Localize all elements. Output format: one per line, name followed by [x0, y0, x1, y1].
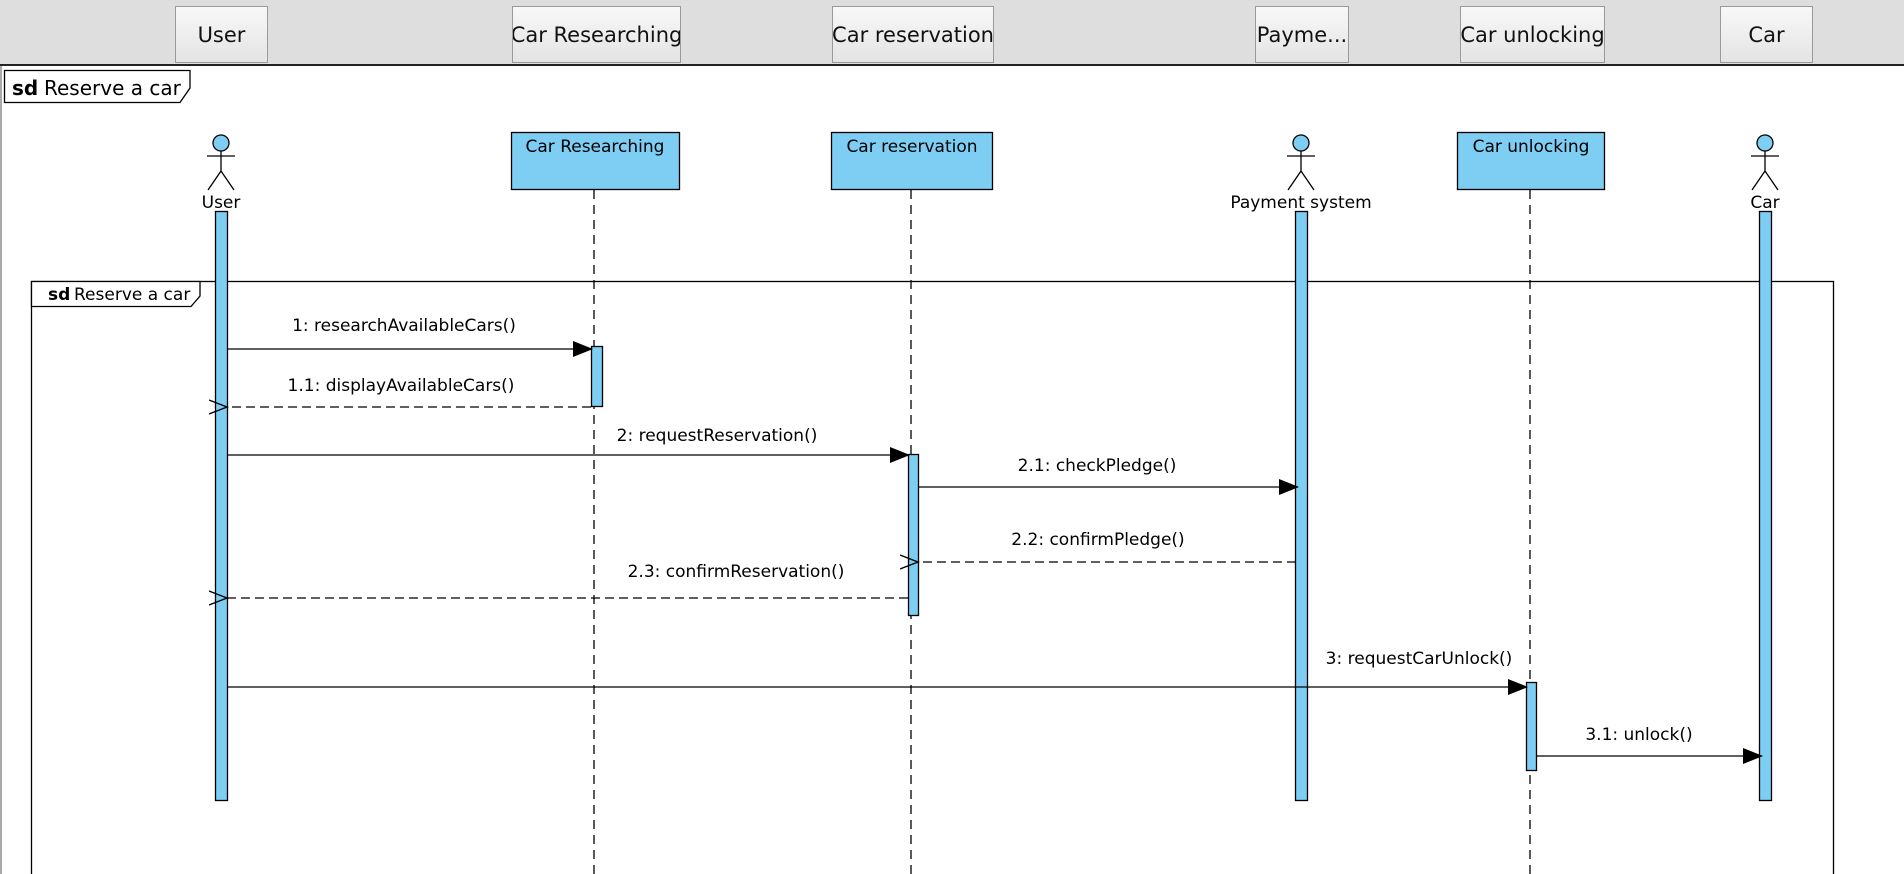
activation-car-researching	[590, 345, 604, 408]
activation-car	[1758, 210, 1773, 802]
lifeline-car-unlocking-name: Car unlocking	[1473, 137, 1590, 157]
lifeline-car-reservation-head[interactable]: Car reservation	[830, 131, 994, 191]
inner-frame-title: Reserve a car	[74, 285, 190, 305]
message-2-label: 2: requestReservation()	[617, 426, 818, 446]
activation-car-reservation	[907, 453, 920, 617]
actor-user-icon	[212, 134, 230, 152]
lifeline-tab-user[interactable]: User	[175, 6, 268, 63]
lifeline-car-unlocking-head[interactable]: Car unlocking	[1456, 131, 1606, 191]
message-1-1-label: 1.1: displayAvailableCars()	[288, 376, 515, 396]
lifeline-tab-car-reservation[interactable]: Car reservation	[832, 6, 994, 63]
lifeline-car-reservation-name: Car reservation	[846, 137, 977, 157]
lifeline-header-bar: User Car Researching Car reservation Pay…	[0, 0, 1904, 66]
message-2-2-label: 2.2: confirmPledge()	[1011, 530, 1184, 550]
lifeline-car-researching-head[interactable]: Car Researching	[510, 131, 681, 191]
inner-frame-keyword: sd	[48, 285, 70, 305]
inner-frame: sd Reserve a car	[30, 280, 1835, 874]
actor-car-icon	[1756, 134, 1774, 152]
lifeline-payment-system-head[interactable]: Payment system	[1230, 134, 1372, 213]
lifeline-car-researching-name: Car Researching	[526, 137, 665, 157]
lifeline-tab-payment-system[interactable]: Payme...	[1255, 6, 1349, 63]
lifeline-tab-car-researching[interactable]: Car Researching	[512, 6, 681, 63]
lifeline-user-name: User	[202, 193, 241, 213]
lifeline-car-head[interactable]: Car	[1750, 134, 1780, 213]
lifeline-tab-car-unlocking[interactable]: Car unlocking	[1460, 6, 1605, 63]
actor-payment-system-icon	[1292, 134, 1310, 152]
lifeline-car-name: Car	[1750, 193, 1779, 213]
lifeline-user-head[interactable]: User	[202, 134, 241, 213]
lifeline-payment-system-name: Payment system	[1230, 193, 1371, 213]
activation-car-unlocking	[1525, 681, 1538, 772]
activation-user	[214, 210, 229, 802]
activation-payment-system	[1294, 210, 1309, 802]
outer-frame-title: Reserve a car	[44, 76, 182, 100]
message-2-3-label: 2.3: confirmReservation()	[628, 562, 845, 582]
message-3-label: 3: requestCarUnlock()	[1326, 649, 1513, 669]
message-3-1-label: 3.1: unlock()	[1585, 725, 1692, 745]
outer-frame-keyword: sd	[12, 76, 38, 100]
message-2-1-label: 2.1: checkPledge()	[1018, 456, 1177, 476]
outer-frame-label: sd Reserve a car	[3, 69, 191, 104]
lifeline-tab-car[interactable]: Car	[1720, 6, 1813, 63]
message-1-label: 1: researchAvailableCars()	[292, 316, 516, 336]
sequence-diagram-canvas: sd Reserve a car sd Reserve a car Car Re…	[0, 66, 1835, 874]
